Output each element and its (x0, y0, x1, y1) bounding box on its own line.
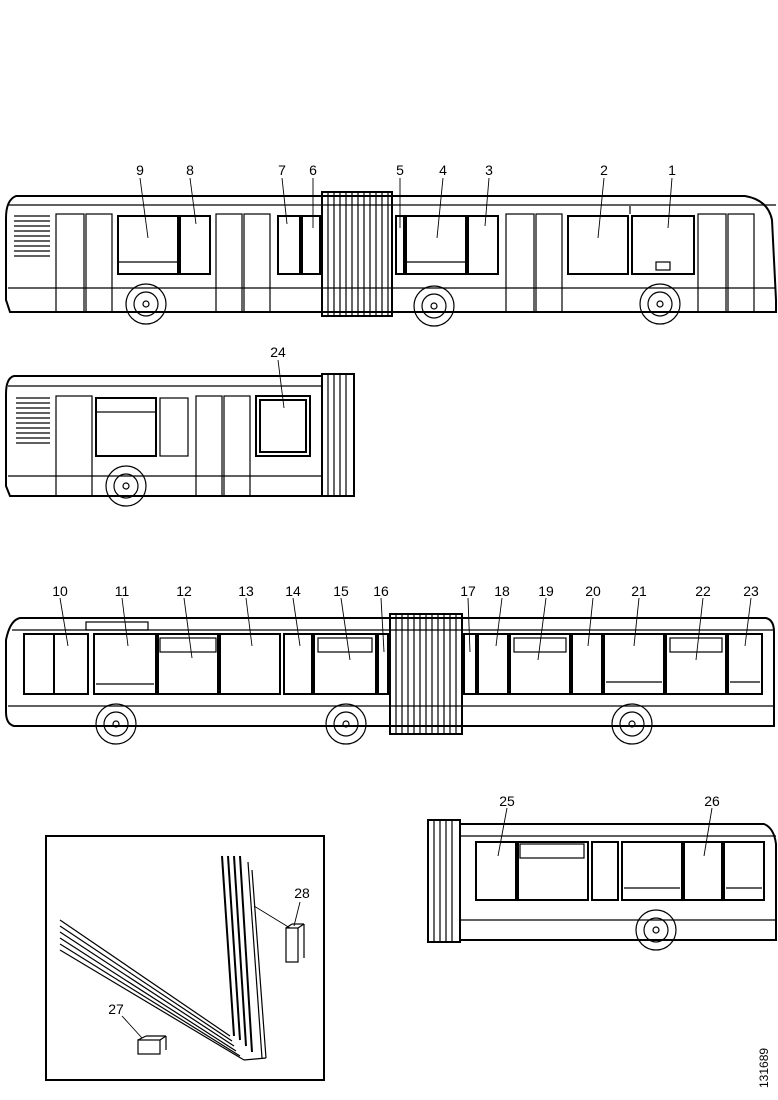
bus-side-right-view: 1 2 3 4 5 6 7 8 9 (5, 162, 777, 327)
window-19 (509, 633, 571, 695)
callout-8: 8 (186, 162, 194, 178)
window-seal-strip (59, 855, 267, 1061)
window-22 (665, 633, 727, 695)
callout-12: 12 (176, 583, 192, 599)
window-1 (631, 215, 695, 275)
window-12 (157, 633, 219, 695)
callout-22: 22 (695, 583, 711, 599)
callout-16: 16 (373, 583, 389, 599)
rear-grille-top (14, 215, 50, 257)
wheel (639, 283, 681, 325)
callout-13: 13 (238, 583, 254, 599)
callout-20: 20 (585, 583, 601, 599)
wheel (95, 703, 137, 745)
bus-side-left-view: 10 11 12 13 14 15 16 17 18 19 20 21 22 2… (5, 583, 775, 745)
window-14 (283, 633, 313, 695)
figure-reference-number: 131689 (757, 1048, 771, 1088)
callout-21: 21 (631, 583, 647, 599)
wheel (325, 703, 367, 745)
window-25 (475, 841, 517, 901)
callout-27: 27 (108, 1001, 124, 1017)
wheel (125, 283, 167, 325)
window-13 (219, 633, 281, 695)
callout-6: 6 (309, 162, 317, 178)
window-3 (467, 215, 499, 275)
callout-19: 19 (538, 583, 554, 599)
clip-28 (285, 923, 305, 963)
window-7 (277, 215, 301, 275)
window-detail-view: 28 27 (45, 835, 325, 1081)
bus-rear-section-left-view: 25 26 (427, 793, 777, 951)
callout-28: 28 (294, 885, 310, 901)
window-26 (683, 841, 723, 901)
window-17 (463, 633, 477, 695)
window-2 (567, 215, 629, 275)
articulation-bellows-middle (321, 373, 355, 497)
rear-grille-middle (16, 397, 50, 444)
callout-24: 24 (270, 344, 286, 360)
articulation-bellows-top (321, 191, 393, 317)
callout-25: 25 (499, 793, 515, 809)
callout-4: 4 (439, 162, 447, 178)
window-10 (53, 633, 89, 695)
window-8 (179, 215, 211, 275)
wheel (413, 285, 455, 327)
callout-1: 1 (668, 162, 676, 178)
callout-5: 5 (396, 162, 404, 178)
window-6 (301, 215, 321, 275)
callout-10: 10 (52, 583, 68, 599)
clip-27 (137, 1035, 167, 1055)
callout-9: 9 (136, 162, 144, 178)
window-20 (571, 633, 603, 695)
articulation-bellows-bottom (389, 613, 463, 735)
wheel (611, 703, 653, 745)
window-23 (727, 633, 763, 695)
articulation-bellows-lower-right (427, 819, 461, 943)
callout-2: 2 (600, 162, 608, 178)
window-4 (405, 215, 467, 275)
window-18 (477, 633, 509, 695)
window-15 (313, 633, 377, 695)
callout-26: 26 (704, 793, 720, 809)
window-21 (603, 633, 665, 695)
callout-11: 11 (115, 583, 130, 599)
callout-7: 7 (278, 162, 286, 178)
callout-18: 18 (494, 583, 510, 599)
wheel (635, 909, 677, 951)
bus-rear-section-right-view: 24 (5, 344, 355, 507)
window-24 (255, 395, 311, 457)
callout-17: 17 (460, 583, 476, 599)
callout-3: 3 (485, 162, 493, 178)
callout-15: 15 (333, 583, 349, 599)
callout-14: 14 (285, 583, 301, 599)
wheel (105, 465, 147, 507)
callout-23: 23 (743, 583, 759, 599)
window-9 (117, 215, 179, 275)
window-11 (93, 633, 157, 695)
window-16 (377, 633, 389, 695)
